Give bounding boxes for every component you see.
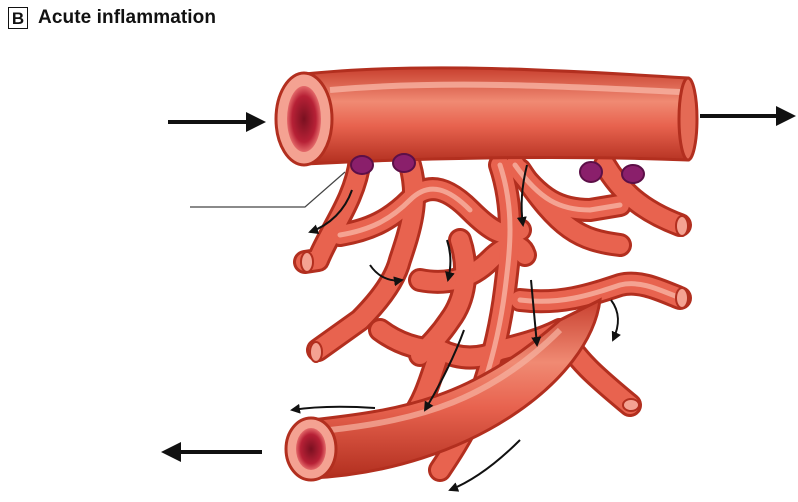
leader-line <box>190 172 345 207</box>
arteriole <box>276 68 697 165</box>
